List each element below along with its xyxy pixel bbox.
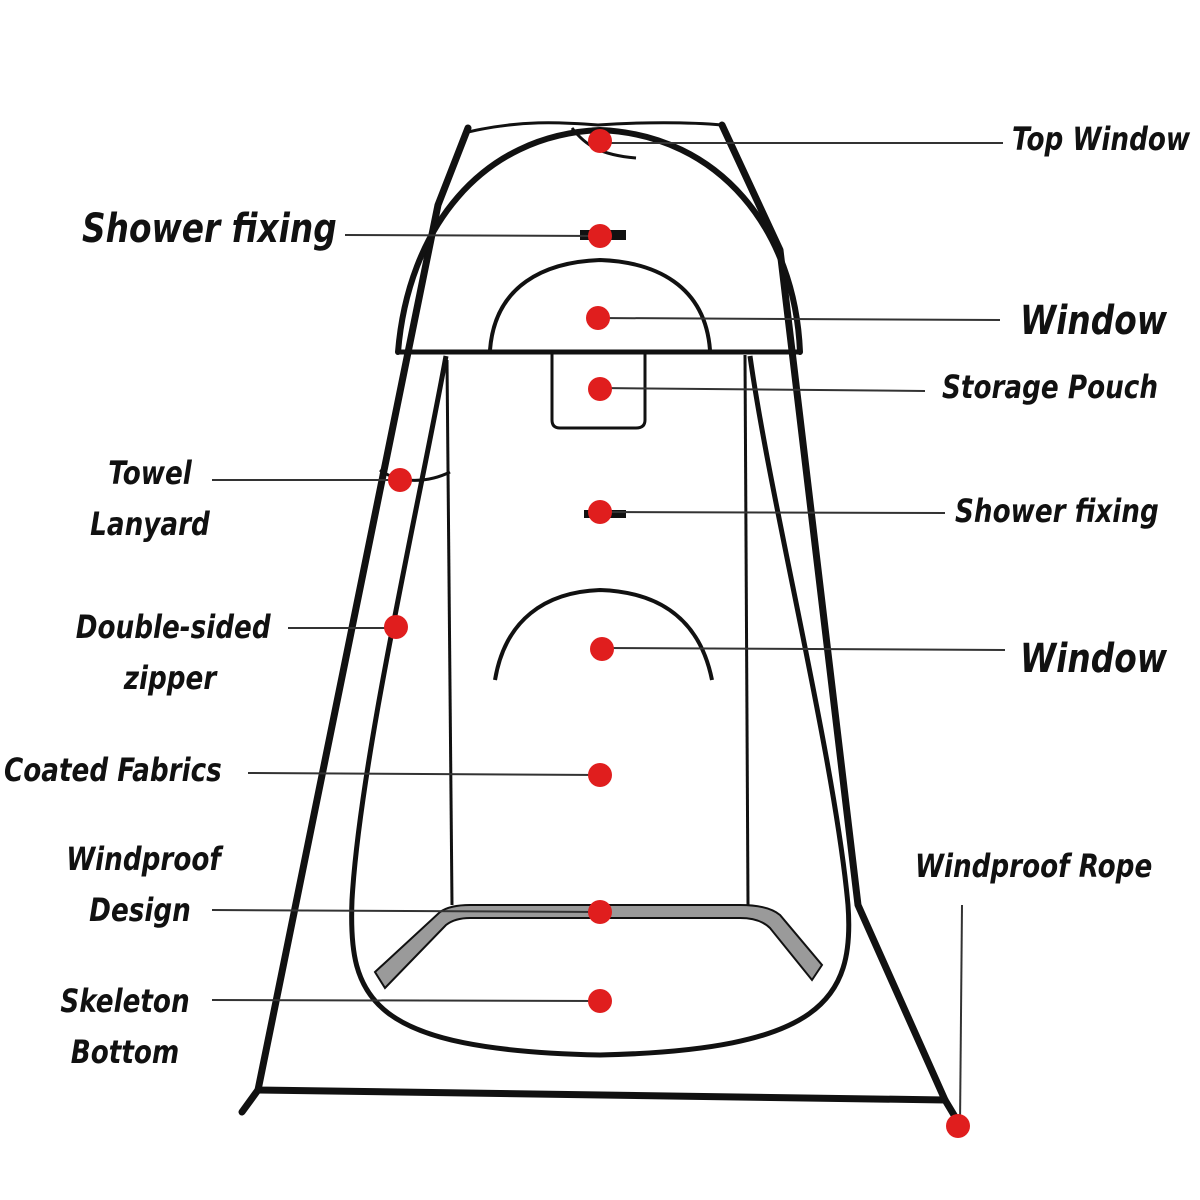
label-windproof-design-line2: Design bbox=[89, 891, 191, 930]
marker-storage-pouch bbox=[588, 377, 612, 401]
label-windproof-design: Windproof Design bbox=[66, 838, 221, 932]
label-windproof-design-line1: Windproof bbox=[66, 840, 221, 878]
markers bbox=[384, 129, 970, 1138]
marker-double-sided-zipper bbox=[384, 615, 408, 639]
label-window-upper: Window bbox=[1020, 298, 1168, 344]
label-coated-fabrics: Coated Fabrics bbox=[4, 751, 222, 789]
label-towel-lanyard-line2: Lanyard bbox=[90, 505, 210, 544]
label-window-lower: Window bbox=[1020, 636, 1168, 682]
marker-towel-lanyard bbox=[388, 468, 412, 492]
label-double-sided-zipper-line1: Double-sided bbox=[75, 608, 271, 646]
leader-lines bbox=[211, 142, 1006, 1126]
label-shower-fixing-upper: Shower fixing bbox=[82, 206, 337, 252]
label-towel-lanyard: Towel Lanyard bbox=[84, 452, 215, 546]
label-windproof-rope: Windproof Rope bbox=[915, 847, 1153, 885]
marker-coated-fabrics bbox=[588, 763, 612, 787]
towel-lanyard-cord bbox=[379, 468, 451, 482]
label-storage-pouch: Storage Pouch bbox=[942, 368, 1159, 406]
marker-skeleton-bottom bbox=[588, 989, 612, 1013]
label-double-sided-zipper: Double-sided zipper bbox=[75, 606, 271, 700]
marker-shower-fixing-lower bbox=[588, 500, 612, 524]
marker-shower-fixing-upper bbox=[588, 224, 612, 248]
inner-panel bbox=[445, 354, 750, 906]
storage-pouch-outline bbox=[550, 352, 647, 430]
label-top-window: Top Window bbox=[1012, 120, 1191, 158]
label-skeleton-bottom-line1: Skeleton bbox=[60, 982, 190, 1020]
marker-window-lower bbox=[590, 637, 614, 661]
marker-window-upper bbox=[586, 306, 610, 330]
floor-trim bbox=[373, 904, 824, 990]
tent-outer-frame bbox=[238, 121, 964, 1129]
label-skeleton-bottom-line2: Bottom bbox=[70, 1033, 180, 1072]
marker-windproof-design bbox=[588, 900, 612, 924]
label-skeleton-bottom: Skeleton Bottom bbox=[59, 980, 190, 1074]
label-towel-lanyard-line1: Towel bbox=[108, 454, 192, 492]
upper-window-arch bbox=[488, 257, 712, 351]
marker-windproof-rope bbox=[946, 1114, 970, 1138]
label-shower-fixing-lower: Shower fixing bbox=[955, 492, 1159, 530]
marker-top-window bbox=[588, 129, 612, 153]
label-double-sided-zipper-line2: zipper bbox=[123, 659, 217, 698]
inner-door-outline bbox=[349, 355, 852, 1058]
lower-window-arch bbox=[493, 587, 714, 681]
